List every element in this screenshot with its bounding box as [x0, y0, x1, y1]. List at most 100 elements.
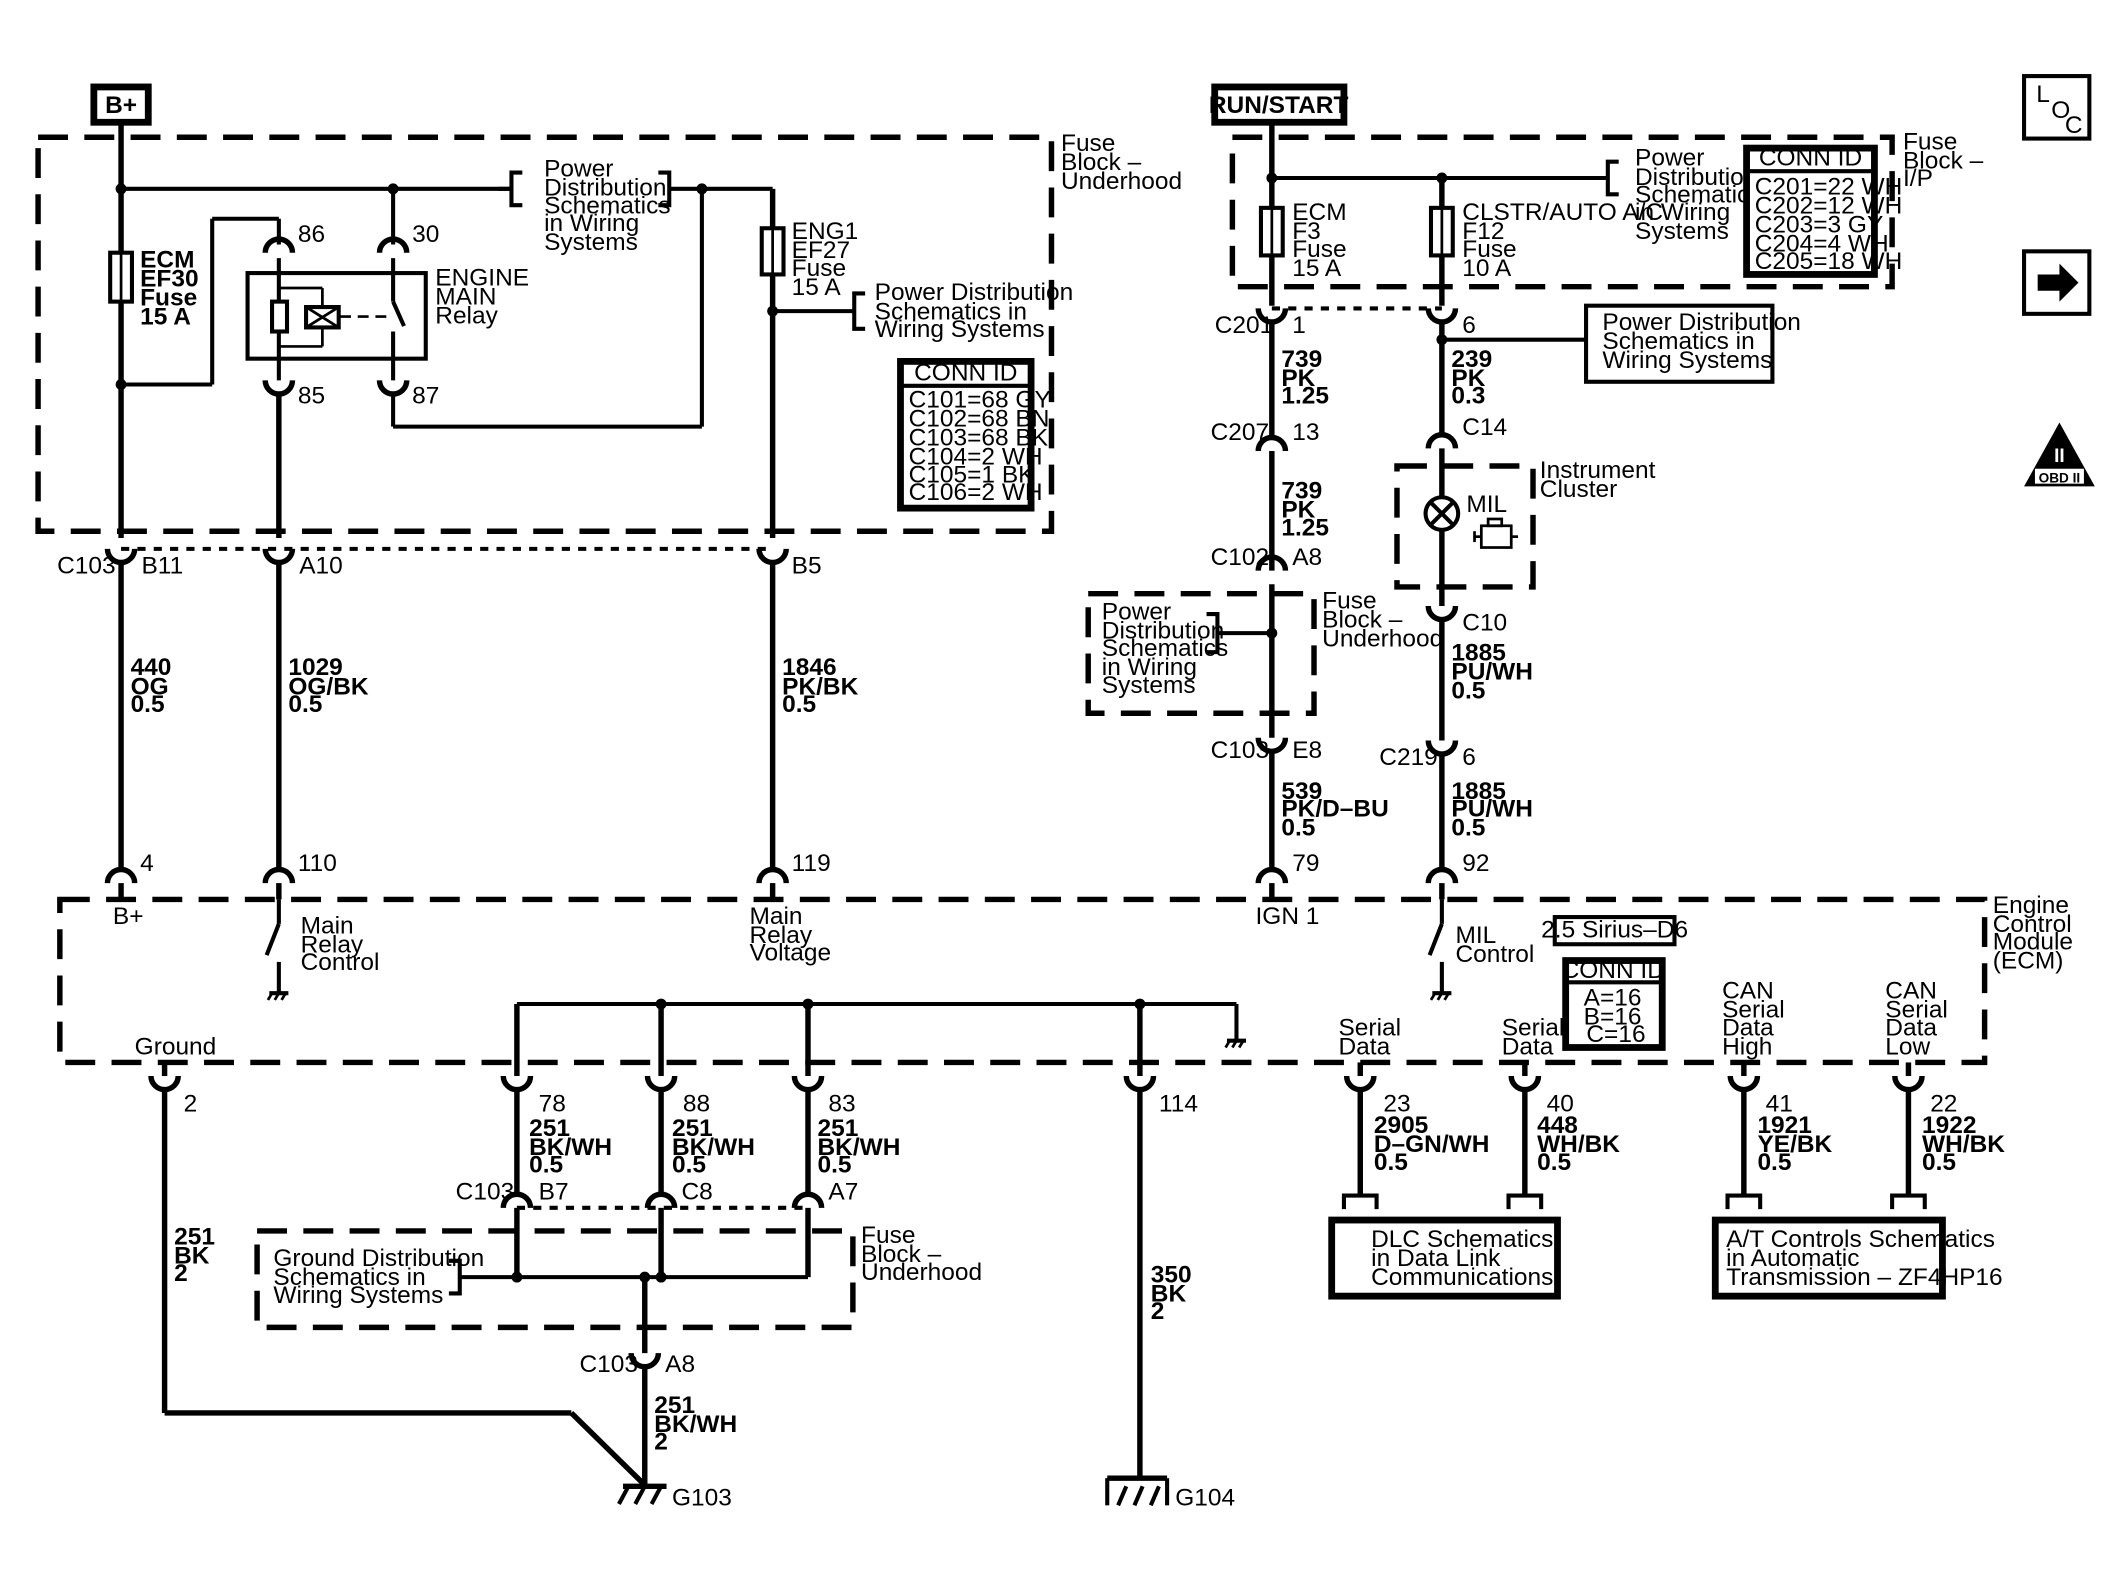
g104-ground-icon	[1105, 1475, 1170, 1507]
wire-2905: 2905 D–GN/WH 0.5	[1374, 1112, 1496, 1176]
svg-text:II: II	[2054, 446, 2065, 467]
ecm-pin-22: 22	[1930, 1090, 1957, 1117]
fuse-block-ip	[1229, 134, 1895, 290]
wire-1846: 1846 PK/BK 0.5	[782, 654, 865, 718]
svg-text:Power Distribution Schem: Power Distribution Schematics in Wiring …	[1602, 309, 1807, 374]
ecm-module	[57, 896, 1988, 1066]
wire-251-a8: 251 BK/WH 2	[654, 1392, 744, 1456]
svg-text:2.5 Sirius–D6: 2.5 Sirius–D6	[1541, 916, 1688, 943]
fuse-block-underhood-mid-label: Fuse Block – Underhood	[1322, 588, 1443, 653]
wire-350: 350 BK 2	[1151, 1262, 1199, 1326]
pin-a8-bottom: A8	[665, 1351, 695, 1378]
ecm-pin-2: 2	[184, 1090, 198, 1117]
power-dist-ref-ip: Power Distribution Schematics in Wiring …	[1635, 145, 1768, 245]
engine-tag: 2.5 Sirius–D6	[1541, 915, 1688, 947]
wire-1922: 1922 WH/BK 0.5	[1922, 1112, 2012, 1176]
ecm-pin-119: 119	[792, 850, 831, 877]
c102-label: C102	[1211, 544, 1270, 571]
ecm-ef30-label: ECM EF30 Fuse 15 A	[140, 247, 205, 331]
c103-pin-e8: E8	[1292, 737, 1322, 764]
next-page-arrow-icon[interactable]	[2022, 249, 2092, 316]
g103-label: G103	[672, 1484, 732, 1511]
main-relay-control-label: Main Relay Control	[301, 912, 380, 976]
c219-label: C219	[1379, 744, 1438, 771]
c201-pin-1: 1	[1292, 312, 1306, 339]
eng1-ef27-label: ENG1 EF27 Fuse 15 A	[792, 218, 865, 301]
ign1-label: IGN 1	[1256, 903, 1320, 930]
power-dist-ref-mid: Power Distribution Schematics in Wiring …	[1102, 599, 1235, 699]
svg-text:DLC Schematics in Data L: DLC Schematics in Data Link Communicatio…	[1371, 1226, 1560, 1291]
svg-text:CONN ID: CONN ID	[1759, 145, 1862, 172]
ground-label: Ground	[135, 1033, 217, 1060]
pin-a10: A10	[299, 552, 343, 579]
instrument-cluster	[1394, 463, 1536, 590]
can-high-label: CAN Serial Data High	[1722, 978, 1791, 1061]
c103-a8-label: C103	[579, 1351, 638, 1378]
wire-1885-upper: 1885 PU/WH 0.5	[1451, 639, 1539, 704]
instrument-cluster-label: Instrument Cluster	[1540, 457, 1662, 503]
mil-control-label: MIL Control	[1455, 922, 1534, 968]
c219-pin: 6	[1462, 744, 1476, 771]
wire-448: 448 WH/BK 0.5	[1537, 1112, 1627, 1176]
ecm-pin-4: 4	[140, 850, 154, 877]
svg-text:L: L	[2036, 81, 2050, 108]
pin-b5: B5	[792, 552, 822, 579]
ecm-pin-40: 40	[1547, 1090, 1574, 1117]
wire-739-upper: 739 PK 1.25	[1281, 346, 1329, 410]
dlc-schematics-ref: DLC Schematics in Data Link Communicatio…	[1328, 1216, 1561, 1300]
engine-icon	[1473, 517, 1519, 549]
power-dist-box-clstr: Power Distribution Schematics in Wiring …	[1584, 303, 1807, 384]
engine-main-relay-label: ENGINE MAIN Relay	[435, 264, 536, 329]
c14-label: C14	[1462, 414, 1507, 441]
svg-text:CONN ID: CONN ID	[1562, 957, 1665, 984]
svg-text:C: C	[2065, 112, 2083, 139]
ecm-pin-41: 41	[1766, 1090, 1793, 1117]
wire-251-88: 251 BK/WH 0.5	[672, 1115, 762, 1179]
wire-1029: 1029 OG/BK 0.5	[288, 654, 375, 718]
svg-text:C101=68 GY C102=68 BN: C101=68 GY C102=68 BN C103=68 BK C104=2 …	[909, 387, 1058, 506]
ecm-label: Engine Control Module (ECM)	[1993, 892, 2080, 975]
ecm-pin-83: 83	[828, 1090, 855, 1117]
fuse-block-underhood-bottom-label: Fuse Block – Underhood	[861, 1222, 982, 1286]
relay-pin-87: 87	[412, 383, 439, 410]
pin-c8: C8	[681, 1179, 712, 1206]
ecm-f3-label: ECM F3 Fuse 15 A	[1292, 199, 1353, 282]
ecm-pin-92: 92	[1462, 850, 1489, 877]
power-dist-ref-left: Power Distribution Schematics in Wiring …	[544, 156, 677, 256]
serial-data-label-2: Serial Data	[1502, 1014, 1571, 1060]
c102-pin: A8	[1292, 544, 1322, 571]
wire-251-bk: 251 BK 2	[174, 1224, 222, 1288]
c207-pin: 13	[1292, 419, 1319, 446]
ecm-pin-23: 23	[1383, 1090, 1410, 1117]
fuse-block-underhood-left	[35, 134, 1055, 534]
pin-b11: B11	[141, 552, 183, 579]
c103-left-label: C103	[57, 552, 116, 579]
svg-text:A/T Controls Schematics: A/T Controls Schematics in Automatic Tra…	[1726, 1226, 2002, 1291]
fuse-block-underhood-mid	[1085, 591, 1317, 716]
at-controls-ref: A/T Controls Schematics in Automatic Tra…	[1711, 1216, 2003, 1300]
c207-label: C207	[1211, 419, 1270, 446]
ecm-pin-110: 110	[298, 850, 337, 877]
g104-label: G104	[1175, 1484, 1235, 1511]
can-low-label: CAN Serial Data Low	[1885, 978, 1954, 1061]
svg-text:A=16 B=16 C=16: A=16 B=16 C=16	[1584, 984, 1649, 1048]
obd-ii-icon: II OBD II	[2024, 422, 2095, 487]
wire-739-lower: 739 PK 1.25	[1281, 478, 1329, 542]
g103-ground-icon	[617, 1483, 667, 1505]
conn-id-table-ecm: CONN ID A=16 B=16 C=16	[1562, 957, 1666, 1051]
relay-pin-86: 86	[298, 221, 325, 248]
wire-239: 239 PK 0.3	[1451, 346, 1499, 410]
location-view-icon[interactable]: L O C	[2022, 74, 2092, 141]
relay-pin-30: 30	[412, 221, 439, 248]
c201-label: C201	[1215, 312, 1274, 339]
ecm-pin-114: 114	[1159, 1090, 1198, 1117]
clstr-f12-label: CLSTR/AUTO A/C F12 Fuse 10 A	[1462, 199, 1670, 282]
power-dist-ref-eng1: Power Distribution Schematics in Wiring …	[875, 279, 1080, 343]
fuse-block-underhood-bottom	[254, 1228, 856, 1331]
wire-1921: 1921 YE/BK 0.5	[1757, 1112, 1839, 1176]
c103-bottom-label: C103	[456, 1179, 515, 1206]
wire-251-83: 251 BK/WH 0.5	[818, 1115, 908, 1179]
main-relay-voltage-label: Main Relay Voltage	[750, 903, 832, 967]
ecm-pin-78: 78	[539, 1090, 566, 1117]
